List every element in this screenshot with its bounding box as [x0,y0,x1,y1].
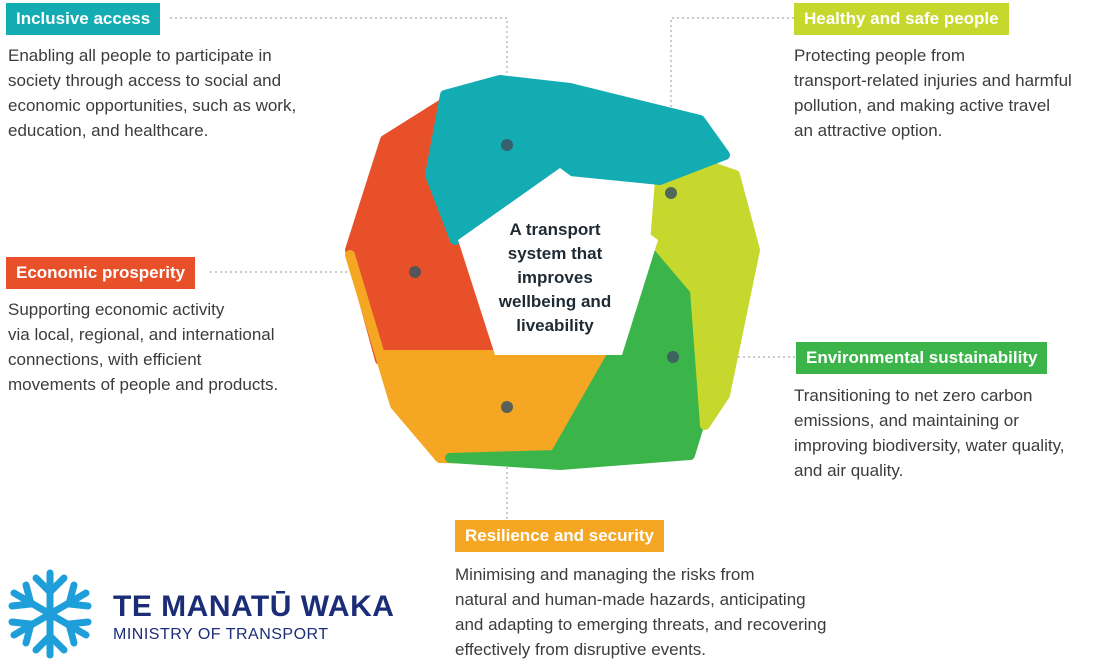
dot-healthy [665,187,677,199]
description-line: an attractive option. [794,121,943,140]
dot-resilience [501,401,513,413]
resilience-security-label: Resilience and security [455,520,664,552]
resilience-security-description: Minimising and managing the risks from n… [455,562,826,662]
description-line: pollution, and making active travel [794,96,1051,115]
environmental-sustainability-description: Transitioning to net zero carbon emissio… [794,383,1065,483]
description-line: society through access to social and [8,71,282,90]
description-line: Enabling all people to participate in [8,46,272,65]
center-pentagon [458,168,658,355]
dot-inclusive [501,139,513,151]
economic-prosperity-description: Supporting economic activity via local, … [8,297,278,397]
description-line: Minimising and managing the risks from [455,565,755,584]
segment-inclusive [425,75,730,245]
center-line: improves [517,268,593,287]
logo-title: TE MANATŪ WAKA [113,590,395,623]
environmental-sustainability-label: Environmental sustainability [796,342,1048,374]
healthy-safe-label: Healthy and safe people [794,3,1009,35]
description-line: connections, with efficient [8,350,202,369]
description-line: emissions, and maintaining or [794,411,1019,430]
description-line: improving biodiversity, water quality, [794,436,1065,455]
description-line: economic opportunities, such as work, [8,96,297,115]
logo-subtitle: MINISTRY OF TRANSPORT [113,626,329,643]
inclusive-access-description: Enabling all people to participate in so… [8,43,296,143]
description-line: effectively from disruptive events. [455,640,707,659]
dot-environment [667,351,679,363]
description-line: Supporting economic activity [8,300,225,319]
description-line: movements of people and products. [8,375,279,394]
economic-prosperity-label: Economic prosperity [6,257,196,289]
description-line: Protecting people from [794,46,966,65]
inclusive-access-label: Inclusive access [6,3,161,35]
description-line: Transitioning to net zero carbon [794,386,1033,405]
dot-economic [409,266,421,278]
description-line: natural and human-made hazards, anticipa… [455,590,806,609]
center-line: A transport [509,220,601,239]
connector-healthy [670,17,794,193]
healthy-safe-description: Protecting people from transport-related… [794,43,1072,143]
center-statement: A transport system that improves wellbei… [470,218,640,338]
center-line: liveability [516,316,594,335]
description-line: transport-related injuries and harmful [794,71,1072,90]
description-line: education, and healthcare. [8,121,209,140]
snowflake-icon [8,569,92,659]
description-line: and air quality. [794,461,904,480]
center-line: wellbeing and [498,292,612,311]
description-line: via local, regional, and international [8,325,275,344]
center-line: system that [507,244,603,263]
description-line: and adapting to emerging threats, and re… [455,615,827,634]
